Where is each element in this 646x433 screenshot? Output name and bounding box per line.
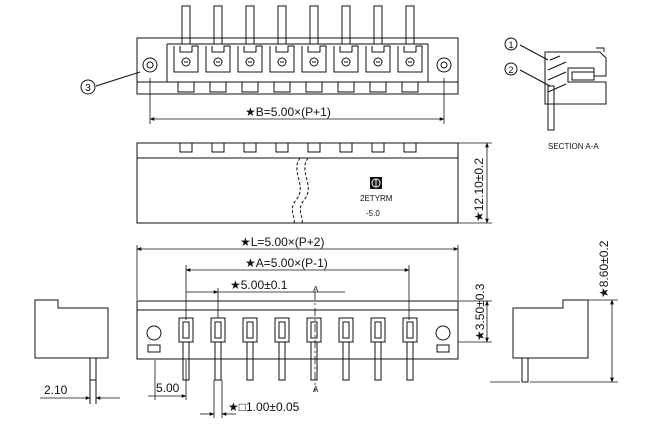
top-view [80, 5, 459, 95]
bottom-pin [310, 341, 318, 381]
bottom-pin-inner [406, 321, 414, 339]
top-tab [305, 81, 323, 93]
dim-b-line [149, 78, 445, 124]
front-tab [179, 142, 193, 153]
dim-height-line [458, 142, 492, 224]
dim-pitch-label: ★5.00±0.1 [230, 278, 288, 292]
callout-1: 1 [508, 40, 513, 50]
top-tab [209, 81, 227, 93]
bottom-pin-inner [214, 321, 222, 339]
bottom-pin [214, 341, 222, 381]
callout-3: 3 [85, 83, 91, 94]
top-view-body [136, 37, 459, 95]
section-mark-top: A [313, 285, 319, 294]
bottom-pin [246, 341, 254, 381]
dim-pin-label: ★□1.00±0.05 [228, 400, 300, 414]
bottom-view [136, 292, 459, 392]
dim-pitch-line [186, 288, 345, 318]
front-tab [211, 142, 225, 153]
right-mount-hole [436, 57, 452, 73]
callout-1-circle [504, 37, 518, 51]
top-tab [177, 81, 195, 93]
front-view-body [136, 142, 459, 224]
top-tab [337, 81, 355, 93]
top-tab [369, 81, 387, 93]
bottom-pin-inner [374, 321, 382, 339]
dim-3-50-line [458, 300, 492, 343]
top-terminal-cell [333, 45, 359, 73]
dim-3-50-label: ★3.50±0.3 [473, 283, 487, 341]
dim-l-label: ★L=5.00×(P+2) [240, 235, 324, 249]
dim-8-60-line [490, 299, 618, 383]
front-tab [403, 142, 417, 153]
top-tab [241, 81, 259, 93]
dim-b-label: ★B=5.00×(P+1) [245, 105, 331, 119]
logo-mark [370, 177, 382, 189]
dim-2-10-label: 2.10 [44, 383, 68, 397]
logo-text: 2ETYRM [360, 194, 393, 203]
bottom-pin-inner [310, 321, 318, 339]
bottom-pin [374, 341, 382, 381]
dim-8-60-label: ★8.60±0.2 [597, 240, 611, 298]
top-tabs [177, 81, 419, 93]
section-mark-bottom: A [313, 385, 319, 394]
top-screw [245, 57, 255, 67]
front-view [136, 142, 459, 224]
dim-pin-line [200, 380, 236, 418]
left-bottom-hole [146, 325, 162, 341]
top-screw [373, 57, 383, 67]
bottom-view-body [136, 300, 459, 360]
dim-edge-line [148, 360, 187, 400]
dim-a-line [185, 265, 410, 320]
top-tab [273, 81, 291, 93]
bottom-pin [342, 341, 350, 381]
top-screw [213, 57, 223, 67]
callout-2: 2 [508, 65, 513, 75]
left-mount-hole [142, 57, 158, 73]
top-screw [309, 57, 319, 67]
top-terminal-cell [173, 45, 199, 73]
top-terminal-cell [365, 45, 391, 73]
top-screw [405, 57, 415, 67]
front-tab [307, 142, 321, 153]
callout-3-circle [80, 79, 96, 95]
part-text: -5.0 [366, 209, 380, 218]
top-terminal-cell [397, 45, 423, 73]
dim-height-label: ★12.10±0.2 [472, 158, 486, 222]
front-tab [275, 142, 289, 153]
top-screw [181, 57, 191, 67]
section-view [504, 37, 607, 131]
right-bottom-hole [435, 325, 451, 341]
callout-2-circle [504, 62, 518, 76]
top-terminal-cell [301, 45, 327, 73]
top-terminal-cells [173, 45, 423, 73]
dim-edge-label: 5.00 [156, 381, 180, 395]
bottom-pin [406, 341, 414, 381]
top-screw [341, 57, 351, 67]
top-screw [277, 57, 287, 67]
front-tab [371, 142, 385, 153]
section-label: SECTION A-A [548, 142, 599, 151]
bottom-pin-inner [182, 321, 190, 339]
top-tab [401, 81, 419, 93]
top-terminal-cell [269, 45, 295, 73]
top-terminal-cell [237, 45, 263, 73]
dim-a-label: ★A=5.00×(P-1) [245, 256, 328, 270]
front-tabs [179, 142, 417, 153]
dim-l-line [136, 245, 459, 300]
bottom-pin-inner [246, 321, 254, 339]
top-terminal-cell [205, 45, 231, 73]
bottom-pins [178, 317, 418, 381]
front-tab [339, 142, 353, 153]
bottom-pin-inner [278, 321, 286, 339]
front-tab [243, 142, 257, 153]
right-side-view [512, 299, 589, 383]
bottom-pin [278, 341, 286, 381]
bottom-pin-inner [342, 321, 350, 339]
